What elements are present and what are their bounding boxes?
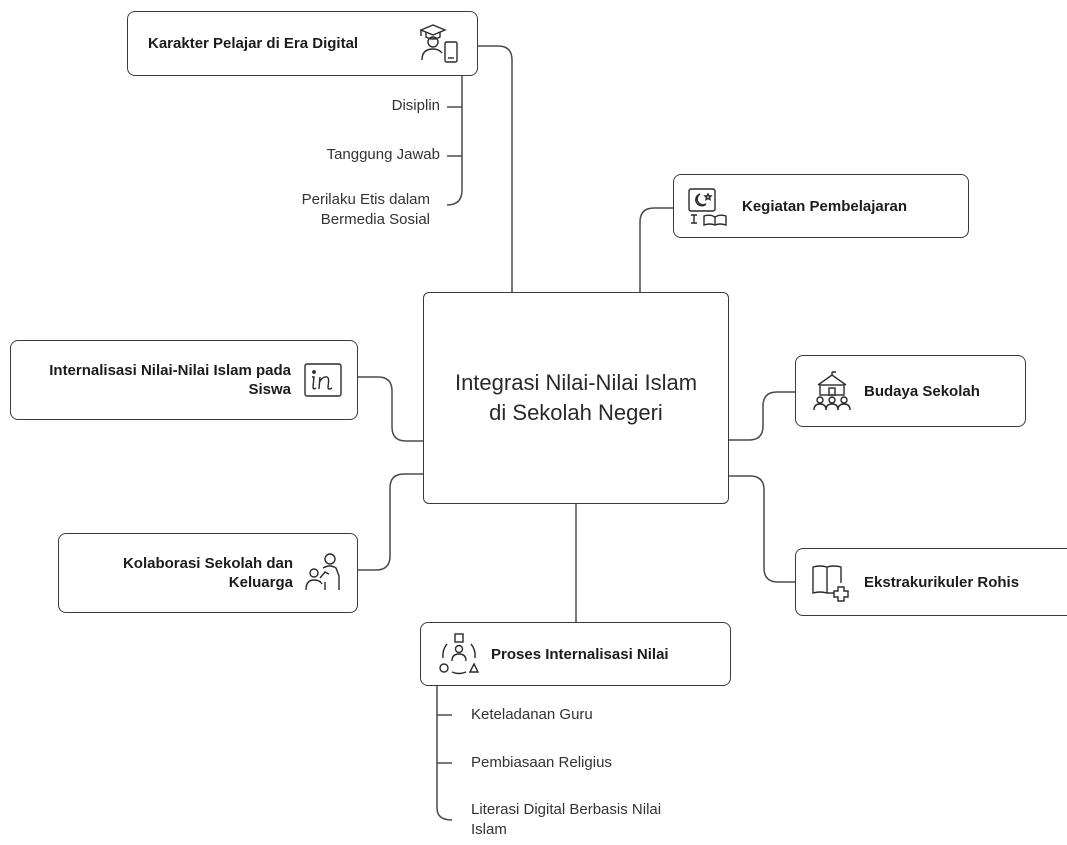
node-budaya-label: Budaya Sekolah xyxy=(864,382,980,400)
node-proses[interactable]: Proses Internalisasi Nilai xyxy=(420,622,731,686)
proses-item-literasi: Literasi Digital Berbasis Nilai Islam xyxy=(471,801,662,838)
book-plus-icon xyxy=(810,561,854,603)
connector-proses-items xyxy=(436,686,453,821)
parent-child-icon xyxy=(303,552,343,594)
node-ekstrakurikuler[interactable]: Ekstrakurikuler Rohis xyxy=(795,548,1067,616)
node-kegiatan[interactable]: Kegiatan Pembelajaran xyxy=(673,174,969,238)
node-internalisasi[interactable]: Internalisasi Nilai-Nilai Islam pada Sis… xyxy=(10,340,358,420)
node-karakter-label: Karakter Pelajar di Era Digital xyxy=(148,35,359,52)
student-phone-icon xyxy=(417,22,463,66)
in-text-icon xyxy=(303,362,343,398)
karakter-item-disiplin: Disiplin xyxy=(391,97,440,114)
connector-ekstrakurikuler xyxy=(729,475,795,583)
connector-kolaborasi xyxy=(358,473,423,571)
node-proses-label: Proses Internalisasi Nilai xyxy=(491,645,669,663)
karakter-item-tanggung-jawab: Tanggung Jawab xyxy=(326,146,440,163)
proses-item-keteladanan: Keteladanan Guru xyxy=(471,706,593,723)
node-budaya[interactable]: Budaya Sekolah xyxy=(795,355,1026,427)
center-node[interactable]: Integrasi Nilai-Nilai Islam di Sekolah N… xyxy=(423,292,729,504)
node-kolaborasi-label: Kolaborasi Sekolah dan Keluarga xyxy=(122,555,293,591)
node-kegiatan-label: Kegiatan Pembelajaran xyxy=(742,197,908,215)
center-title: Integrasi Nilai-Nilai Islam di Sekolah N… xyxy=(454,370,698,425)
connector-budaya xyxy=(729,391,795,441)
node-internalisasi-label: Internalisasi Nilai-Nilai Islam pada Sis… xyxy=(49,362,291,398)
node-ekstrakurikuler-label: Ekstrakurikuler Rohis xyxy=(864,573,1020,591)
node-kolaborasi[interactable]: Kolaborasi Sekolah dan Keluarga xyxy=(58,533,358,613)
proses-item-pembiasaan: Pembiasaan Religius xyxy=(471,754,612,771)
connector-karakter-items xyxy=(446,76,463,206)
school-people-icon xyxy=(810,371,854,411)
moon-star-book-icon xyxy=(686,185,730,227)
karakter-item-perilaku-etis: Perilaku Etis dalam Bermedia Sosial xyxy=(301,191,430,228)
connector-karakter xyxy=(478,45,513,292)
node-karakter[interactable]: Karakter Pelajar di Era Digital xyxy=(127,11,478,76)
connector-kegiatan xyxy=(639,207,673,292)
connector-internalisasi xyxy=(358,376,423,442)
person-shapes-cycle-icon xyxy=(437,632,481,676)
